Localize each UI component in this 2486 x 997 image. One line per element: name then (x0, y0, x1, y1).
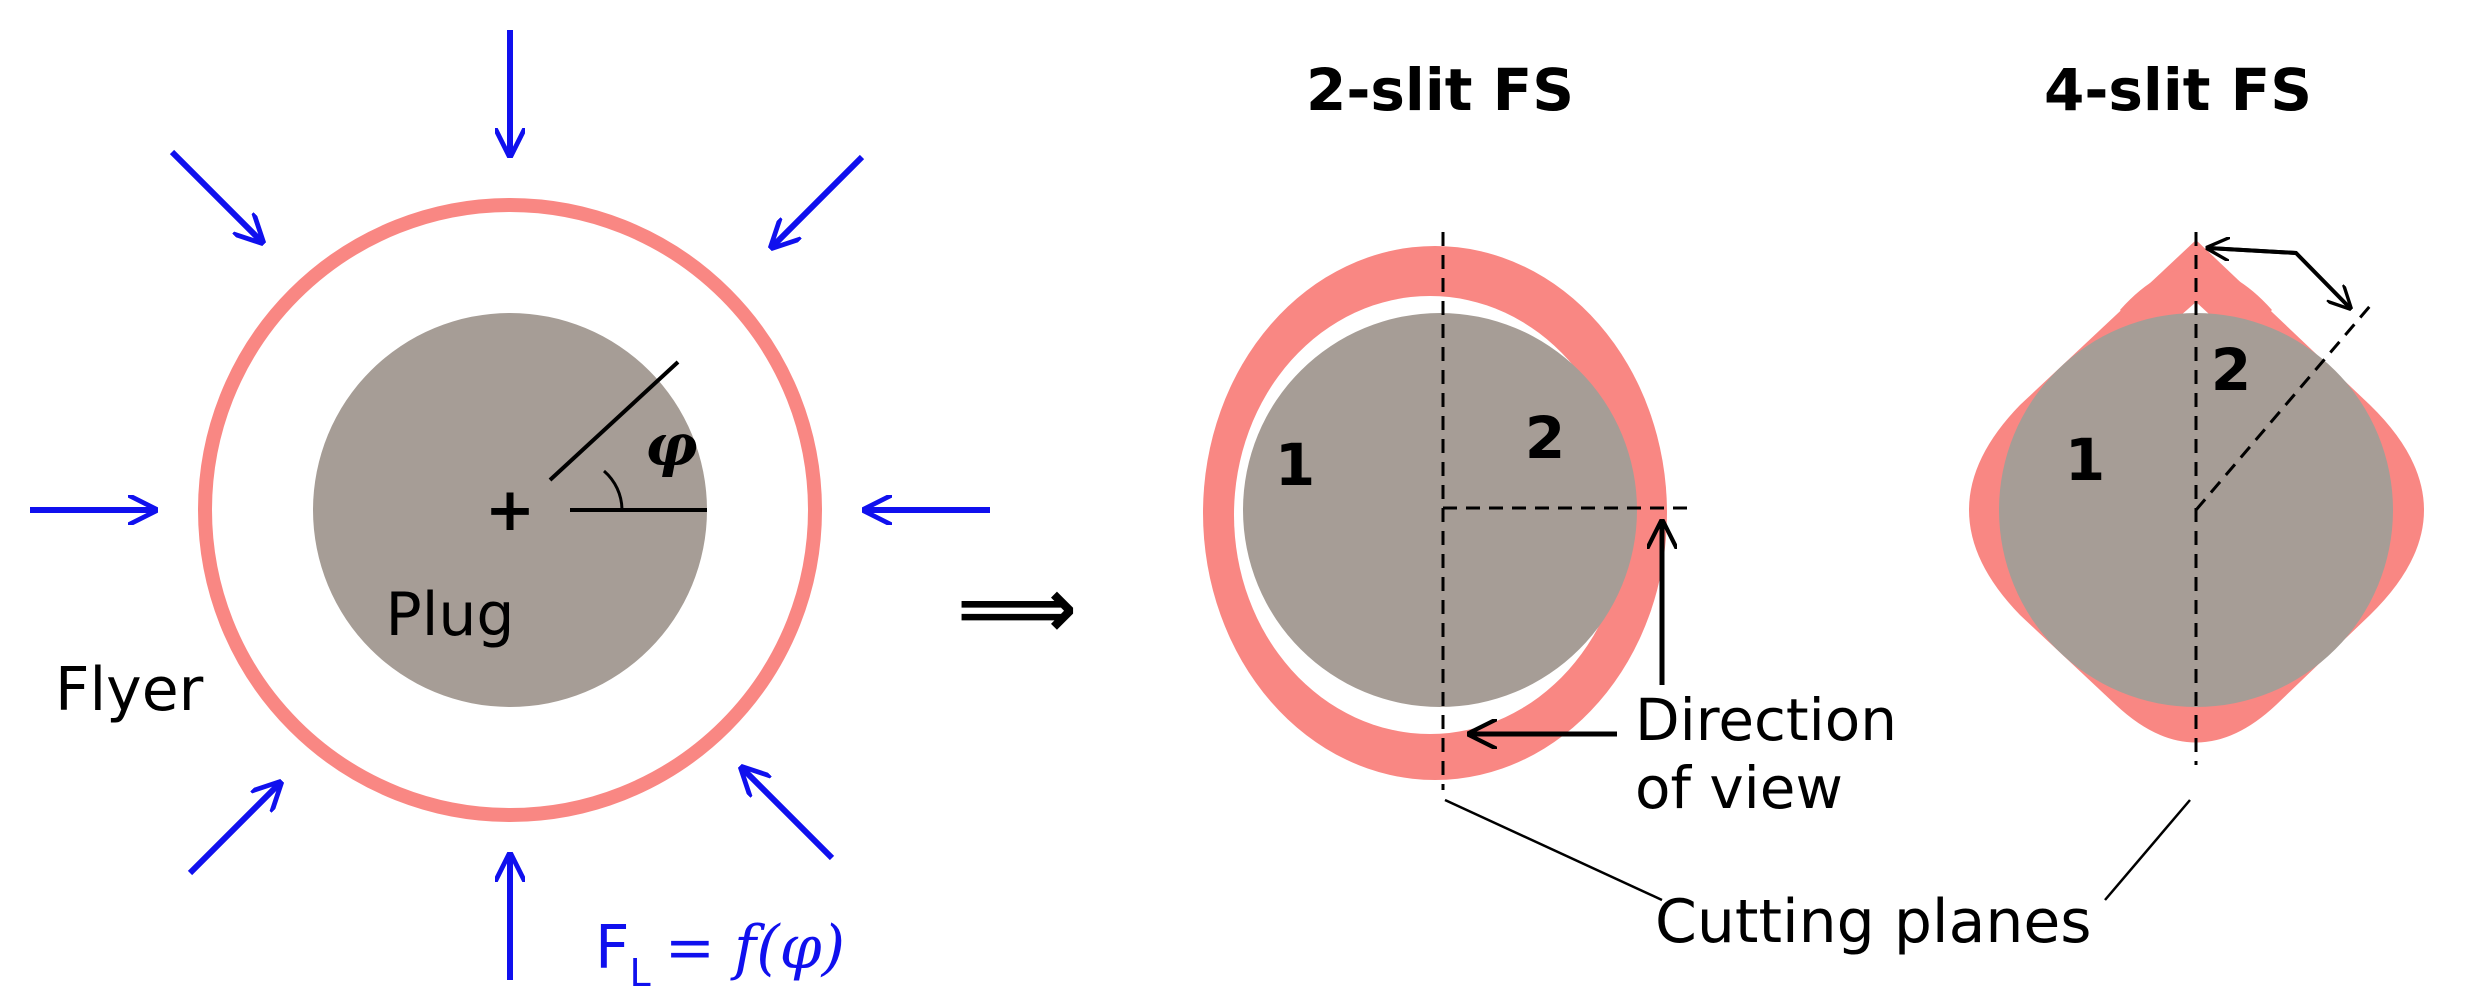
force-formula: FL = f(φ) (595, 913, 845, 995)
force-arrow-top-left (169, 149, 262, 242)
plug-2slit (1243, 313, 1637, 707)
panel-2slit-title: 2-slit FS (1306, 56, 1574, 124)
cutting-planes-label: Cutting planes (1655, 887, 2092, 957)
angle-arc (602, 469, 624, 511)
force-arrows (30, 30, 990, 980)
cutting-planes-leader-left (1444, 798, 1663, 902)
force-arrow-bottom-left (187, 783, 280, 876)
flyer-label: Flyer (55, 655, 204, 725)
panel-4slit: 4-slit FS 1 2 (1969, 56, 2424, 765)
center-mark: + (485, 475, 535, 545)
left-panel: φ + Plug Flyer FL = f(φ) (30, 30, 990, 995)
region-2-4slit: 2 (2211, 336, 2251, 404)
force-arrow-bottom-right (742, 768, 835, 861)
panel-2slit: 2-slit FS 1 2 Direction of view (1203, 56, 1897, 822)
force-formula-lhs: F (595, 913, 630, 983)
panel-4slit-title: 4-slit FS (2044, 56, 2312, 124)
flyer-ring (198, 198, 822, 822)
plug-label: Plug (386, 580, 515, 650)
force-formula-rhs: = f(φ) (665, 913, 845, 983)
plug-disc (313, 313, 707, 707)
rotation-arrow-tail-4slit (2208, 248, 2297, 253)
force-formula-subscript: L (630, 951, 651, 995)
direction-of-view-line2: of view (1635, 754, 1843, 822)
cutting-planes-leader-right (2104, 799, 2191, 901)
implies-arrow: ⟹ (957, 559, 1077, 657)
direction-of-view-line1: Direction (1635, 686, 1897, 754)
cutting-planes-callout: Cutting planes (1444, 798, 2191, 957)
region-2-2slit: 2 (1525, 404, 1565, 472)
angle-radius-line (548, 360, 680, 482)
force-arrow-top-right (772, 154, 865, 247)
region-1-2slit: 1 (1275, 431, 1315, 499)
region-1-4slit: 1 (2065, 426, 2105, 494)
angle-symbol: φ (645, 411, 697, 479)
